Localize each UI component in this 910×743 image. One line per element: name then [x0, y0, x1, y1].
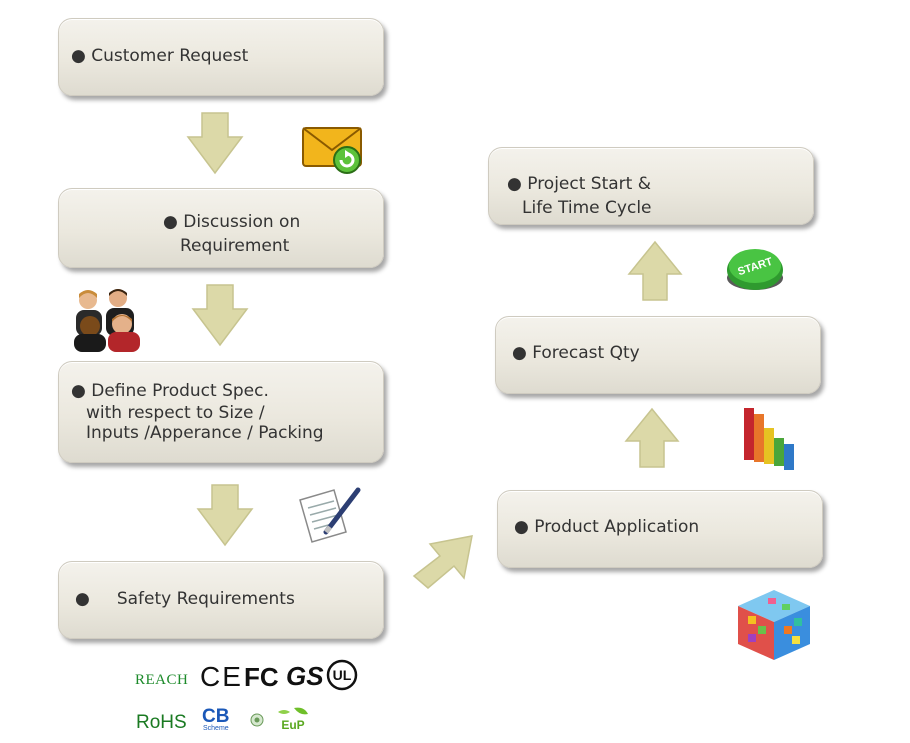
- ce-logo: CE: [200, 661, 243, 692]
- ul-logo-icon: UL: [326, 659, 358, 691]
- up-arrow-icon: [627, 240, 683, 301]
- step-label-line1: ● Discussion on: [163, 212, 301, 232]
- step-safety: ● Safety Requirements: [58, 561, 384, 639]
- step-define-spec: ● Define Product Spec. with respect to S…: [58, 361, 384, 463]
- down-arrow-icon: [186, 112, 244, 175]
- step-project-start: ● Project Start & Life Time Cycle: [488, 147, 814, 225]
- down-arrow-icon: [196, 484, 254, 547]
- fcc-logo: FC: [244, 662, 279, 692]
- ul-label: UL: [333, 667, 352, 683]
- start-button-icon: START: [727, 249, 783, 290]
- step-label: ● Product Application: [514, 517, 700, 537]
- step-forecast: ● Forecast Qty: [495, 316, 821, 394]
- people-meeting-icon: [74, 289, 140, 352]
- diagonal-arrow-icon: [412, 535, 473, 589]
- eup-label: EuP: [281, 718, 304, 732]
- step-label: ● Customer Request: [71, 46, 249, 66]
- eup-logo-icon: EuP: [278, 707, 308, 732]
- step-label-line1: ● Project Start &: [507, 174, 651, 194]
- gs-logo: GS: [286, 661, 324, 691]
- step-label-line1: ● Define Product Spec.: [71, 381, 269, 401]
- recycle-icon: [250, 713, 264, 727]
- document-pen-icon: [299, 487, 361, 543]
- bar-chart-icon: [744, 408, 794, 470]
- cube-apps-icon: [738, 590, 810, 660]
- down-arrow-icon: [191, 284, 249, 347]
- step-product-application: ● Product Application: [497, 490, 823, 568]
- rohs-logo: RoHS: [136, 712, 187, 733]
- step-label-line3: Inputs /Apperance / Packing: [86, 423, 324, 443]
- cb-logo: CB: [202, 706, 230, 727]
- reach-logo: REACH: [135, 672, 189, 688]
- step-label-line2: with respect to Size /: [86, 403, 265, 423]
- step-customer-request: ● Customer Request: [58, 18, 384, 96]
- step-label: ● Forecast Qty: [512, 343, 640, 363]
- step-label-line2: Requirement: [180, 236, 290, 256]
- up-arrow-icon: [624, 407, 680, 468]
- cb-scheme-label: Scheme: [203, 725, 229, 732]
- step-label: ● Safety Requirements: [75, 589, 295, 609]
- step-label-line2: Life Time Cycle: [522, 198, 652, 218]
- step-discussion: ● Discussion on Requirement: [58, 188, 384, 268]
- email-envelope-icon: [302, 127, 362, 174]
